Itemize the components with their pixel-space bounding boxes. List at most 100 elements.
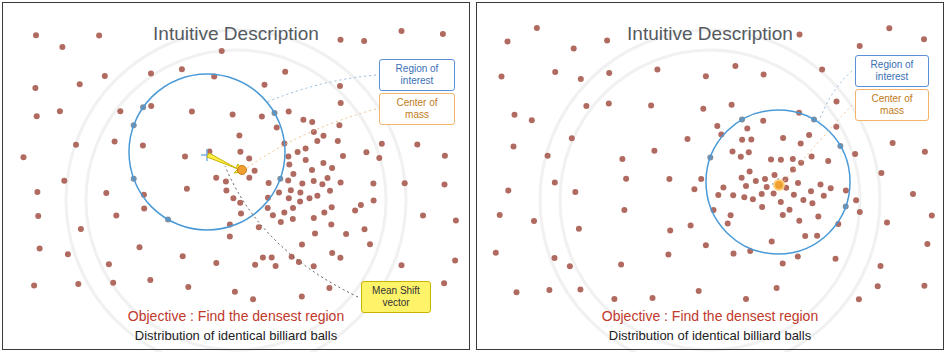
billiard-ball (329, 250, 335, 256)
billiard-ball (59, 44, 65, 50)
billiard-ball (312, 230, 318, 236)
billiard-ball (309, 167, 315, 173)
region-of-interest-circle (129, 74, 285, 230)
billiard-ball (780, 135, 786, 141)
billiard-ball (531, 218, 537, 224)
billiard-ball (238, 211, 244, 217)
billiard-ball (778, 199, 784, 205)
billiard-ball (329, 204, 335, 210)
billiard-ball (583, 103, 589, 109)
billiard-ball (179, 66, 185, 72)
billiard-ball (650, 295, 656, 301)
billiard-ball (299, 241, 305, 247)
billiard-ball (910, 191, 916, 197)
billiard-ball (875, 283, 881, 289)
billiard-ball (921, 36, 927, 42)
billiard-ball (314, 193, 320, 199)
billiard-ball (714, 123, 720, 129)
billiard-ball (311, 263, 317, 269)
billiard-ball (236, 132, 242, 138)
billiard-ball (552, 255, 558, 261)
billiard-ball (182, 153, 188, 159)
billiard-ball (31, 283, 37, 289)
billiard-ball (148, 103, 154, 109)
slide-panel: Intuitive DescriptionObjective : Find th… (2, 2, 470, 350)
billiard-ball (651, 148, 657, 154)
billiard-ball (311, 215, 317, 221)
billiard-ball (852, 151, 858, 157)
billiard-ball (453, 218, 459, 224)
billiard-ball (34, 113, 40, 119)
billiard-ball (606, 100, 612, 106)
billiard-ball (113, 212, 119, 218)
billiard-ball (497, 212, 503, 218)
billiard-ball (297, 199, 303, 205)
billiard-ball (442, 153, 448, 159)
billiard-ball (884, 219, 890, 225)
billiard-ball (611, 296, 617, 302)
caption-text: Distribution of identical billiard balls (3, 328, 469, 343)
billiard-ball (441, 280, 447, 286)
callout-label: Region of interest (385, 63, 449, 87)
billiard-ball (505, 39, 511, 45)
billiard-ball (246, 155, 252, 161)
billiard-ball (746, 149, 752, 155)
center-of-mass-dot (238, 166, 247, 175)
billiard-ball (703, 73, 709, 79)
billiard-ball (760, 118, 766, 124)
billiard-ball (311, 178, 317, 184)
billiard-ball (286, 195, 292, 201)
callout-box: Region of interest (855, 55, 929, 87)
billiard-ball (184, 186, 190, 192)
circle-center-mark (772, 178, 784, 190)
leader-line (267, 75, 376, 102)
billiard-ball (103, 190, 109, 196)
billiard-ball (795, 180, 801, 186)
billiard-ball (319, 181, 325, 187)
billiard-ball (725, 221, 731, 227)
billiard-ball (843, 187, 849, 193)
billiard-ball (648, 102, 654, 108)
billiard-ball (878, 263, 884, 269)
billiard-ball (833, 256, 839, 262)
billiard-ball (320, 160, 326, 166)
billiard-ball (336, 122, 342, 128)
billiard-ball (732, 63, 738, 69)
watermark-seal (66, 30, 880, 352)
billiard-ball (728, 212, 734, 218)
billiard-ball (571, 46, 577, 52)
billiard-ball (796, 218, 802, 224)
billiard-ball (77, 81, 83, 87)
billiard-ball (399, 28, 405, 34)
billiard-ball (112, 138, 118, 144)
billiard-ball (696, 288, 702, 294)
billiard-ball (338, 37, 344, 43)
billiard-ball (303, 146, 309, 152)
billiard-ball (924, 241, 930, 247)
billiard-ball (185, 284, 191, 290)
billiard-ball (299, 294, 305, 300)
billiard-ball (743, 183, 749, 189)
billiard-ball (303, 157, 309, 163)
billiard-ball (361, 38, 367, 44)
billiard-ball (399, 262, 405, 268)
billiard-ball (307, 195, 313, 201)
billiard-ball (802, 233, 808, 239)
billiard-ball (420, 213, 426, 219)
billiard-ball (821, 193, 827, 199)
billiard-ball (654, 66, 660, 72)
billiard-ball (747, 169, 753, 175)
billiard-ball (688, 222, 694, 228)
billiard-ball (327, 188, 333, 194)
billiard-ball (252, 168, 258, 174)
billiard-ball (337, 83, 343, 89)
billiard-ball (223, 179, 229, 185)
callout-label: Center of mass (861, 93, 923, 117)
billiard-ball (147, 277, 153, 283)
billiard-ball (780, 212, 786, 218)
billiard-ball (148, 71, 154, 77)
billiard-ball (778, 157, 784, 163)
billiard-ball (246, 175, 252, 181)
billiard-ball (856, 296, 862, 302)
billiard-ball (929, 213, 935, 219)
